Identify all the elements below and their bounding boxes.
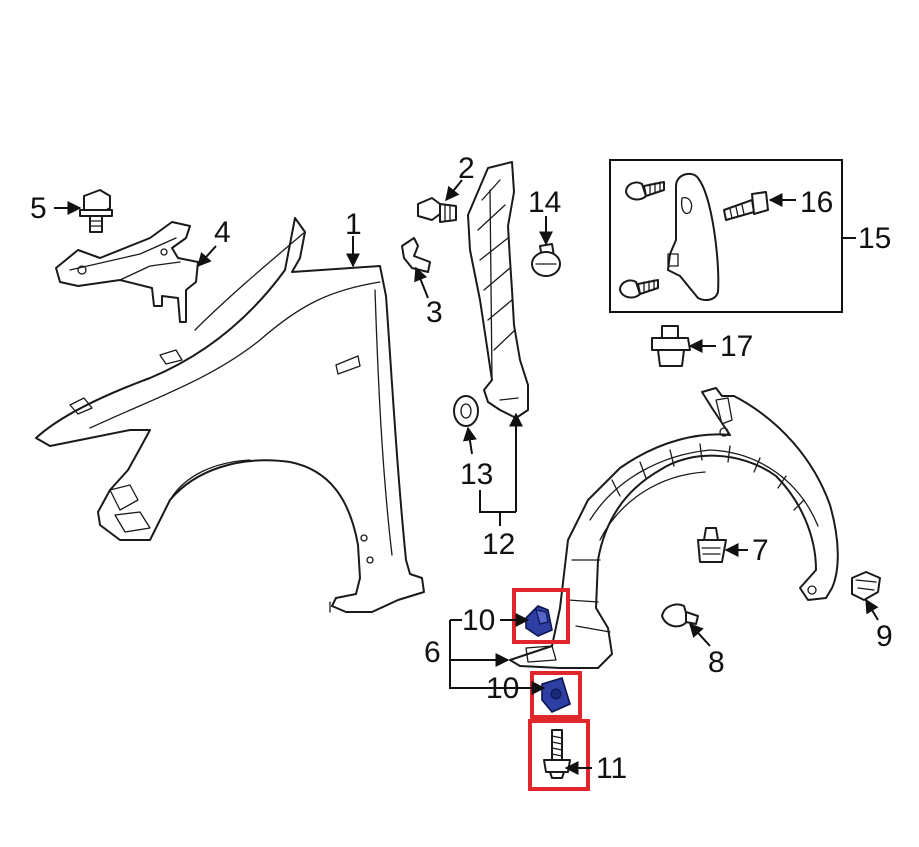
label-15: 15 [858,222,891,255]
clip-part-3[interactable] [401,237,431,273]
label-1: 1 [345,208,362,241]
screw-part-15a[interactable] [625,181,665,201]
label-7: 7 [752,534,769,567]
highlight-box-lower-10 [530,671,582,719]
label-13: 13 [460,458,493,491]
label-5: 5 [30,192,47,225]
rivet-part-8[interactable] [661,603,699,628]
clip-part-9[interactable] [851,571,881,601]
inner-liner-part[interactable] [509,387,839,669]
screw-part-16[interactable] [723,191,769,221]
screw-part-15b[interactable] [619,279,659,299]
bracket-part[interactable] [55,221,199,323]
bolt-part[interactable] [79,189,113,233]
label-9: 9 [876,620,893,653]
speed-nut-part-10-upper[interactable] [525,605,553,637]
part-labels: 1 2 3 4 5 6 7 8 9 10 10 11 12 13 14 15 1… [30,152,893,785]
label-2: 2 [458,152,475,185]
mudguard-part[interactable] [667,172,720,301]
speed-nut-part-10-lower[interactable] [541,677,571,713]
highlight-box-11 [528,719,590,791]
nut-part-17[interactable] [651,325,691,367]
label-16: 16 [800,186,833,219]
label-8: 8 [708,646,725,679]
screw-part-11[interactable] [543,729,571,779]
label-10-upper: 10 [462,604,495,637]
clip-part-7[interactable] [697,527,727,563]
leader-lines [54,179,879,775]
label-11: 11 [596,752,627,785]
fender-part[interactable] [35,217,425,613]
label-4: 4 [214,216,231,249]
bolt-part-2[interactable] [417,197,457,223]
label-10-lower: 10 [486,672,519,705]
label-6: 6 [424,636,441,669]
clip-part-14[interactable] [531,243,561,277]
label-12: 12 [482,528,515,561]
label-3: 3 [426,296,443,329]
highlight-box-upper-10 [512,588,570,644]
part-15-group-box [609,159,843,313]
label-17: 17 [720,330,753,363]
grommet-part[interactable] [453,395,479,427]
seal-part[interactable] [467,161,529,419]
label-14: 14 [528,186,561,219]
